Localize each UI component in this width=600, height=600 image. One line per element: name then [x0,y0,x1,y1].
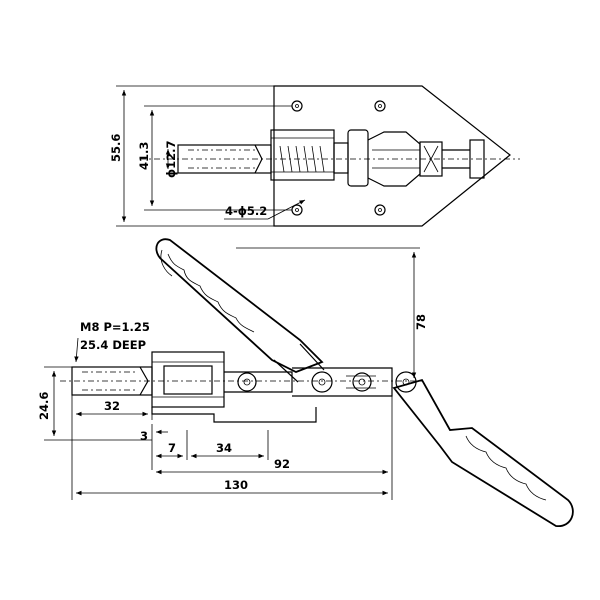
dim-offset: 3 [140,429,148,443]
lower-handle [392,378,574,527]
dim-height: 78 [414,314,428,330]
dim-c: 92 [274,457,290,471]
side-view: M8 P=1.25 25.4 DEEP 78 24.6 32 3 7 34 92 [37,238,574,527]
dim-plunger-height: 24.6 [37,392,51,420]
guide-housing [270,129,335,181]
dim-overall-length: 130 [224,478,248,492]
upper-handle [155,238,324,373]
dim-b: 34 [216,441,232,455]
top-view: 55.6 41.3 ϕ12.7 4-ϕ5.2 [109,85,520,227]
dim-plunger-dia: ϕ12.7 [164,140,178,178]
dim-mount-holes: 4-ϕ5.2 [225,204,267,218]
thread-spec: M8 P=1.25 [80,320,150,334]
dim-a: 7 [168,441,176,455]
dim-hole-spacing: 41.3 [137,142,151,170]
thread-depth: 25.4 DEEP [80,338,146,352]
side-base [151,407,317,423]
dim-overall-width: 55.6 [109,134,123,162]
dim-thread-len: 32 [104,399,120,413]
side-guide-block [151,351,225,408]
base-plate-outline [273,85,511,227]
